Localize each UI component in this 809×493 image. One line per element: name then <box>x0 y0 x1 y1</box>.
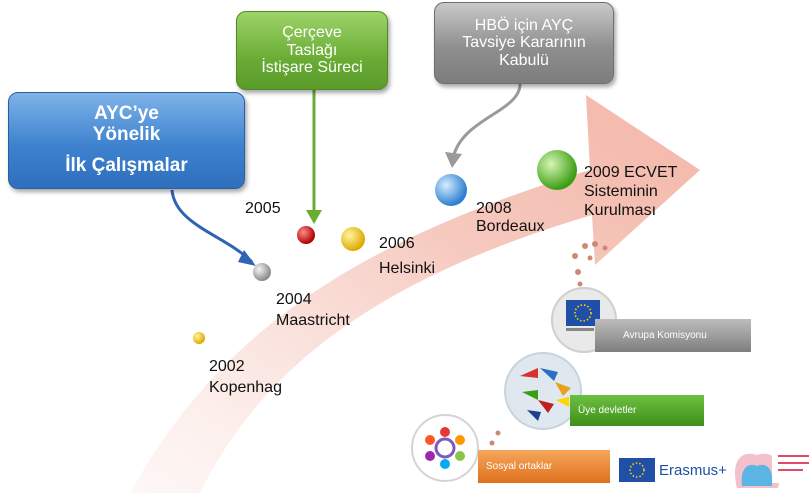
framework-consultation-box: Çerçeve Taslağı İstişare Süreci <box>236 11 388 90</box>
uye-devletler-label: Üye devletler <box>578 405 637 416</box>
gray-box-line-3: Kabulü <box>499 51 549 69</box>
blue-box-line-2: Yönelik <box>92 124 161 146</box>
milestone-2008-ball <box>435 174 467 206</box>
sosyal-ortaklar-label: Sosyal ortaklar <box>486 461 553 472</box>
green-box-line-1: Çerçeve <box>282 24 342 42</box>
eu-flag-icon <box>619 458 655 482</box>
milestone-2006-year: 2006 <box>379 235 415 252</box>
milestone-2009-place-1: Sisteminin <box>584 183 658 201</box>
milestone-2008-label: 2008 Bordeaux <box>476 200 545 237</box>
recommendation-adoption-box: HBÖ için AYÇ Tavsiye Kararının Kabulü <box>434 2 614 84</box>
gray-box-line-2: Tavsiye Kararının <box>462 34 586 52</box>
milestone-2009-ball <box>537 150 577 190</box>
milestone-2006-ball <box>341 227 365 251</box>
milestone-2004-place: Maastricht <box>276 311 350 329</box>
milestone-2005-ball <box>297 226 315 244</box>
erasmus-plus-label: Erasmus+ <box>659 462 727 479</box>
milestone-2005-year: 2005 <box>245 200 281 217</box>
uye-devletler-logo <box>504 352 582 430</box>
milestone-2004-ball <box>253 263 271 281</box>
uye-devletler-tag: Üye devletler <box>570 395 704 426</box>
green-box-line-3: İstişare Süreci <box>261 59 363 77</box>
avrupa-komisyonu-tag: Avrupa Komisyonu <box>595 319 751 352</box>
blue-box-line-3: İlk Çalışmalar <box>65 154 188 176</box>
milestone-2009-place-2: Kurulması <box>584 202 657 220</box>
timeline-arrow <box>130 95 700 493</box>
milestone-2006-place: Helsinki <box>379 259 436 277</box>
partner-logo <box>734 448 809 488</box>
milestone-2006-label: 2006 Helsinki <box>379 234 435 280</box>
green-connector-head <box>306 210 322 224</box>
milestone-2009-label: 2009 ECVET Sisteminin Kurulması <box>584 163 677 221</box>
milestone-2002-place: Kopenhag <box>209 378 282 396</box>
milestone-2002-ball <box>193 332 205 344</box>
blue-connector-head <box>238 250 256 266</box>
gray-box-line-1: HBÖ için AYÇ <box>474 16 574 34</box>
gray-connector-head <box>445 152 462 168</box>
green-box-line-2: Taslağı <box>286 41 338 59</box>
milestone-2008-year: 2008 <box>476 200 512 217</box>
avrupa-komisyonu-label: Avrupa Komisyonu <box>623 330 707 341</box>
milestone-2008-place: Bordeaux <box>476 218 545 236</box>
milestone-2002-label: 2002 Kopenhag <box>209 357 282 399</box>
milestone-2004-year: 2004 <box>276 291 312 308</box>
blue-connector-arrow <box>170 189 254 264</box>
milestone-2002-year: 2002 <box>209 358 245 375</box>
milestone-2009-year: 2009 ECVET <box>584 164 678 181</box>
sosyal-ortaklar-tag: Sosyal ortaklar <box>478 450 610 483</box>
decorative-dots <box>489 241 608 446</box>
blue-box-line-1: AYC’ye <box>94 103 159 125</box>
milestone-2004-label: 2004 Maastricht <box>276 290 350 332</box>
sosyal-ortaklar-logo <box>411 414 479 482</box>
initial-studies-box: AYC’ye Yönelik İlk Çalışmalar <box>8 92 245 189</box>
milestone-2005-label: 2005 <box>245 199 281 220</box>
gray-connector-arrow <box>451 83 522 159</box>
